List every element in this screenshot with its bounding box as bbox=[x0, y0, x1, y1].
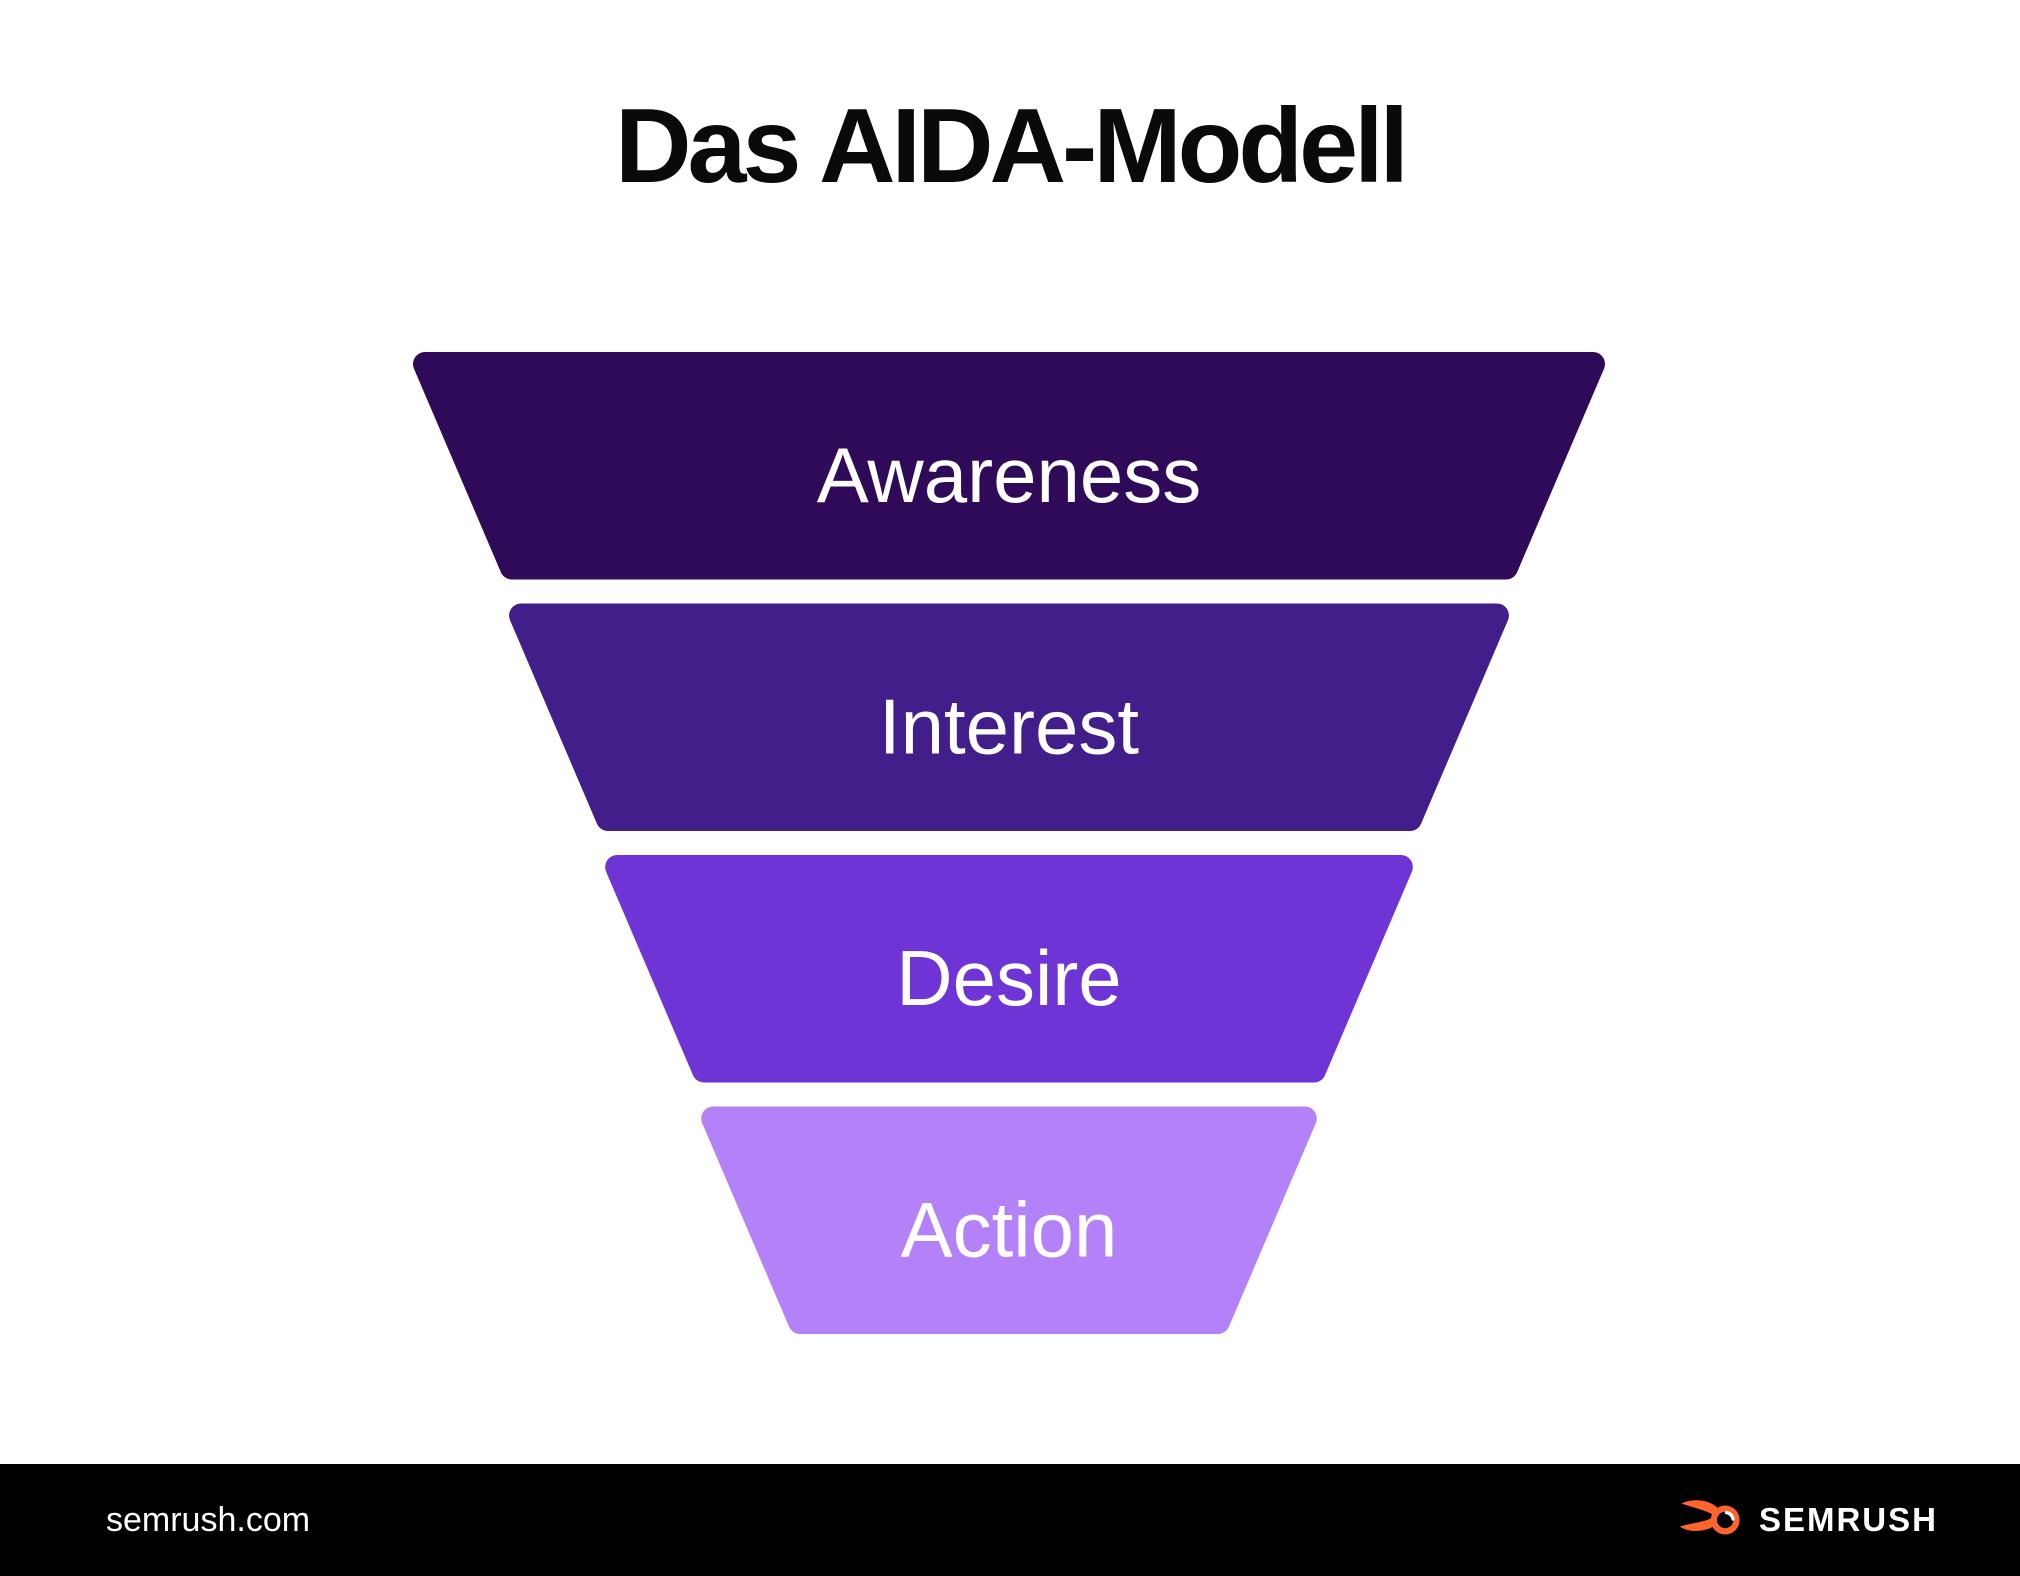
footer-bar: semrush.com SEMRUSH bbox=[0, 1464, 2020, 1576]
funnel-stage-2 bbox=[605, 855, 1413, 1083]
funnel-stage-label: Interest bbox=[879, 682, 1139, 770]
funnel-stage-3 bbox=[701, 1106, 1317, 1334]
funnel-stage-label: Awareness bbox=[817, 431, 1201, 519]
semrush-logo-text: SEMRUSH bbox=[1758, 1501, 1938, 1538]
funnel-stage-label: Desire bbox=[896, 934, 1121, 1022]
funnel-stage-0 bbox=[413, 352, 1605, 580]
semrush-flame-icon bbox=[1679, 1500, 1740, 1535]
funnel-stage-1 bbox=[509, 603, 1509, 831]
flame-lower-tongue bbox=[1679, 1518, 1715, 1531]
funnel-stage-label: Action bbox=[901, 1185, 1118, 1273]
flame-ball-core bbox=[1716, 1511, 1734, 1529]
website-url-label: semrush.com bbox=[106, 1500, 311, 1539]
flame-ball-highlight bbox=[1724, 1510, 1735, 1521]
flame-upper-tongue bbox=[1681, 1500, 1718, 1516]
semrush-logo: SEMRUSH bbox=[1679, 1497, 1938, 1543]
page-title: Das AIDA-Modell bbox=[614, 87, 1409, 205]
